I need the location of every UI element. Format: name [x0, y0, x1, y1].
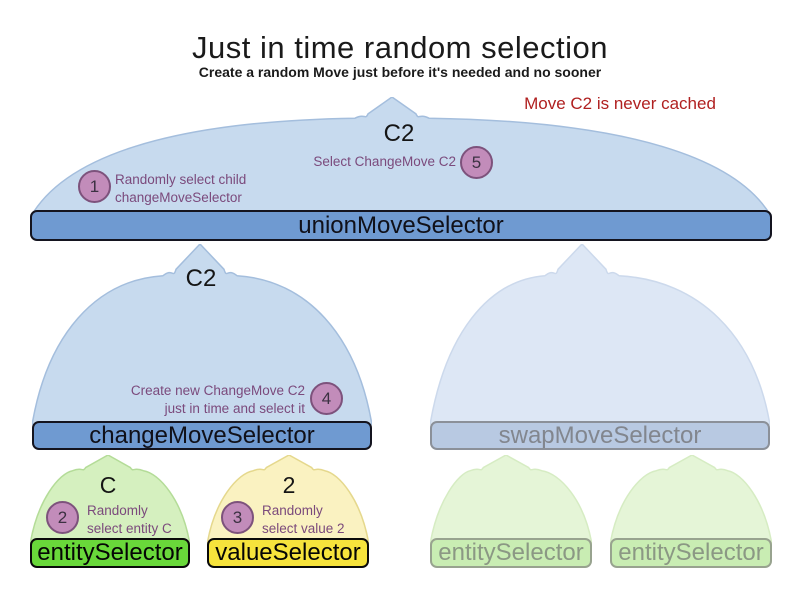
union-funnel-arrow-icon — [30, 97, 772, 218]
faded-entity-funnel-arrow-icon-2 — [610, 455, 772, 545]
step-4-circle: 4 — [310, 382, 343, 415]
step-2-circle: 2 — [46, 501, 79, 534]
value-output-label: 2 — [282, 472, 296, 498]
union-move-selector-bar: unionMoveSelector — [30, 210, 772, 241]
step-3-circle: 3 — [221, 501, 254, 534]
step-5-circle: 5 — [460, 146, 493, 179]
union-move-selector-label: unionMoveSelector — [298, 211, 504, 239]
faded-entity-selector-label-2: entitySelector — [618, 539, 764, 566]
change-funnel-arrow-icon — [32, 244, 372, 425]
faded-entity-selector-bar-1: entitySelector — [430, 538, 592, 568]
faded-entity-selector-bar-2: entitySelector — [610, 538, 772, 568]
step-1-number: 1 — [89, 176, 100, 196]
step-1-text: Randomly select child changeMoveSelector — [115, 172, 247, 205]
step-5-text: Select ChangeMove C2 — [313, 154, 456, 169]
change-output-label: C2 — [185, 265, 217, 292]
entity-selector-label: entitySelector — [37, 539, 183, 566]
entity-selector-bar: entitySelector — [30, 538, 190, 568]
step-5-number: 5 — [471, 152, 482, 172]
diagram-subtitle: Create a random Move just before it's ne… — [198, 64, 602, 80]
step-4-text: Create new ChangeMove C2 just in time an… — [130, 383, 305, 416]
change-move-selector-bar: changeMoveSelector — [32, 421, 372, 450]
step-3-number: 3 — [232, 507, 243, 527]
swap-move-selector-label: swapMoveSelector — [498, 421, 702, 449]
entity-output-label: C — [99, 472, 117, 498]
faded-entity-funnel-arrow-icon-1 — [430, 455, 592, 545]
value-selector-bar: valueSelector — [207, 538, 369, 568]
value-selector-label: valueSelector — [215, 539, 361, 566]
faded-entity-selector-label-1: entitySelector — [438, 539, 584, 566]
swap-funnel-arrow-icon — [430, 244, 770, 425]
step-2-text: Randomly select entity C — [87, 503, 172, 536]
step-1-circle: 1 — [78, 170, 111, 203]
step-2-number: 2 — [57, 507, 68, 527]
union-output-label: C2 — [383, 120, 415, 147]
swap-move-selector-bar: swapMoveSelector — [430, 421, 770, 450]
diagram-title: Just in time random selection — [192, 30, 608, 65]
step-3-text: Randomly select value 2 — [262, 503, 345, 536]
step-4-number: 4 — [321, 388, 332, 408]
note-move-never-cached: Move C2 is never cached — [524, 94, 716, 113]
change-move-selector-label: changeMoveSelector — [89, 421, 315, 449]
